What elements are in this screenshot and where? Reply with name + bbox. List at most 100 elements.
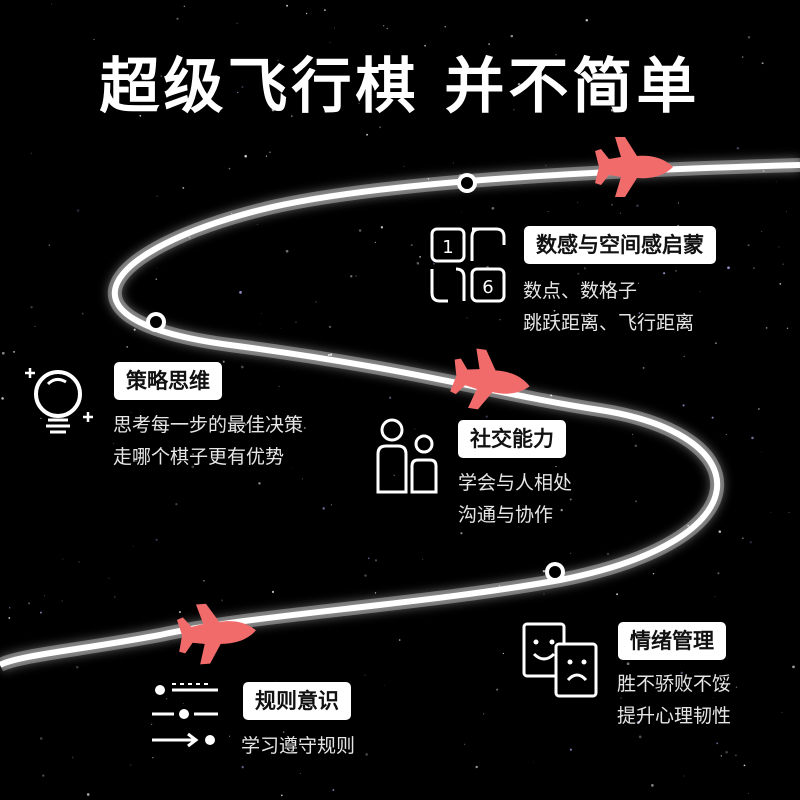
star (735, 686, 738, 688)
star (735, 754, 737, 757)
star (742, 56, 744, 58)
star (366, 133, 369, 136)
star (334, 27, 335, 29)
star (189, 419, 191, 421)
star (244, 423, 247, 426)
feature-desc: 胜不骄败不馁 提升心理韧性 (617, 668, 731, 732)
star (39, 737, 43, 740)
star (192, 453, 194, 456)
star (747, 244, 750, 247)
star (280, 794, 283, 797)
star (555, 466, 557, 468)
star (155, 278, 158, 281)
star (416, 262, 420, 265)
star (751, 436, 754, 440)
star (403, 166, 405, 168)
star (221, 599, 224, 602)
star (48, 244, 51, 247)
star (291, 467, 292, 468)
star (150, 723, 153, 726)
star (543, 593, 545, 595)
star (40, 417, 42, 419)
star (384, 684, 385, 686)
star (355, 275, 357, 277)
emotion-cards-icon (522, 622, 598, 698)
star (13, 350, 16, 353)
feature-label: 策略思维 (114, 362, 222, 400)
star (483, 713, 485, 715)
plane-icon (176, 603, 256, 665)
star (680, 671, 684, 675)
star (160, 75, 162, 77)
star (358, 102, 360, 104)
desc-line: 跳跃距离、飞行距离 (523, 312, 695, 334)
grid-dice-icon: 1 6 (430, 227, 506, 303)
waypoint-dot (457, 173, 477, 193)
star (611, 203, 613, 206)
star (277, 59, 279, 61)
star (424, 44, 427, 47)
star (182, 186, 185, 189)
star (295, 321, 297, 323)
star (560, 508, 563, 512)
star (410, 244, 413, 247)
plane-icon (595, 137, 673, 197)
star (322, 507, 325, 510)
star (152, 757, 154, 759)
star (699, 291, 701, 293)
star (358, 229, 362, 232)
page-title: 超级飞行棋 并不简单 (99, 52, 701, 122)
star (260, 313, 262, 315)
desc-line: 数点、数格子 (523, 280, 638, 302)
star (569, 498, 572, 501)
star (742, 537, 744, 539)
desc-line: 沟通与协作 (458, 504, 554, 526)
star (475, 765, 478, 769)
star (716, 742, 719, 745)
star (315, 301, 317, 303)
star (260, 323, 262, 324)
star (634, 444, 638, 448)
star (113, 442, 115, 444)
star (652, 572, 655, 575)
star (718, 530, 722, 533)
desc-line: 学习遵守规则 (241, 735, 356, 757)
desc-line: 学会与人相处 (458, 472, 573, 494)
star (108, 577, 110, 579)
star (398, 639, 401, 641)
star (717, 572, 720, 575)
star (461, 211, 462, 212)
desc-line: 走哪个棋子更有优势 (113, 446, 285, 468)
star (642, 366, 645, 369)
star (491, 206, 495, 210)
star (1, 397, 4, 400)
star (464, 506, 466, 508)
star (330, 504, 332, 506)
star (607, 87, 609, 89)
feature-desc: 思考每一步的最佳决策 走哪个棋子更有优势 (113, 409, 303, 473)
star (761, 231, 763, 233)
star (610, 108, 614, 112)
star (8, 617, 11, 619)
star (748, 793, 749, 794)
star (156, 195, 158, 197)
star (683, 355, 685, 358)
star (126, 87, 129, 90)
star (489, 291, 491, 293)
desc-line: 思考每一步的最佳决策 (113, 414, 304, 436)
star (175, 502, 178, 506)
star (229, 735, 231, 737)
star (305, 12, 308, 15)
feature-desc: 学会与人相处 沟通与协作 (458, 467, 572, 531)
star (191, 465, 195, 469)
star (81, 312, 84, 315)
star (638, 282, 640, 284)
star (788, 511, 790, 514)
star (631, 433, 634, 436)
star (9, 607, 11, 609)
star (134, 459, 138, 463)
star (236, 22, 238, 24)
star (78, 561, 80, 563)
star (130, 764, 132, 766)
